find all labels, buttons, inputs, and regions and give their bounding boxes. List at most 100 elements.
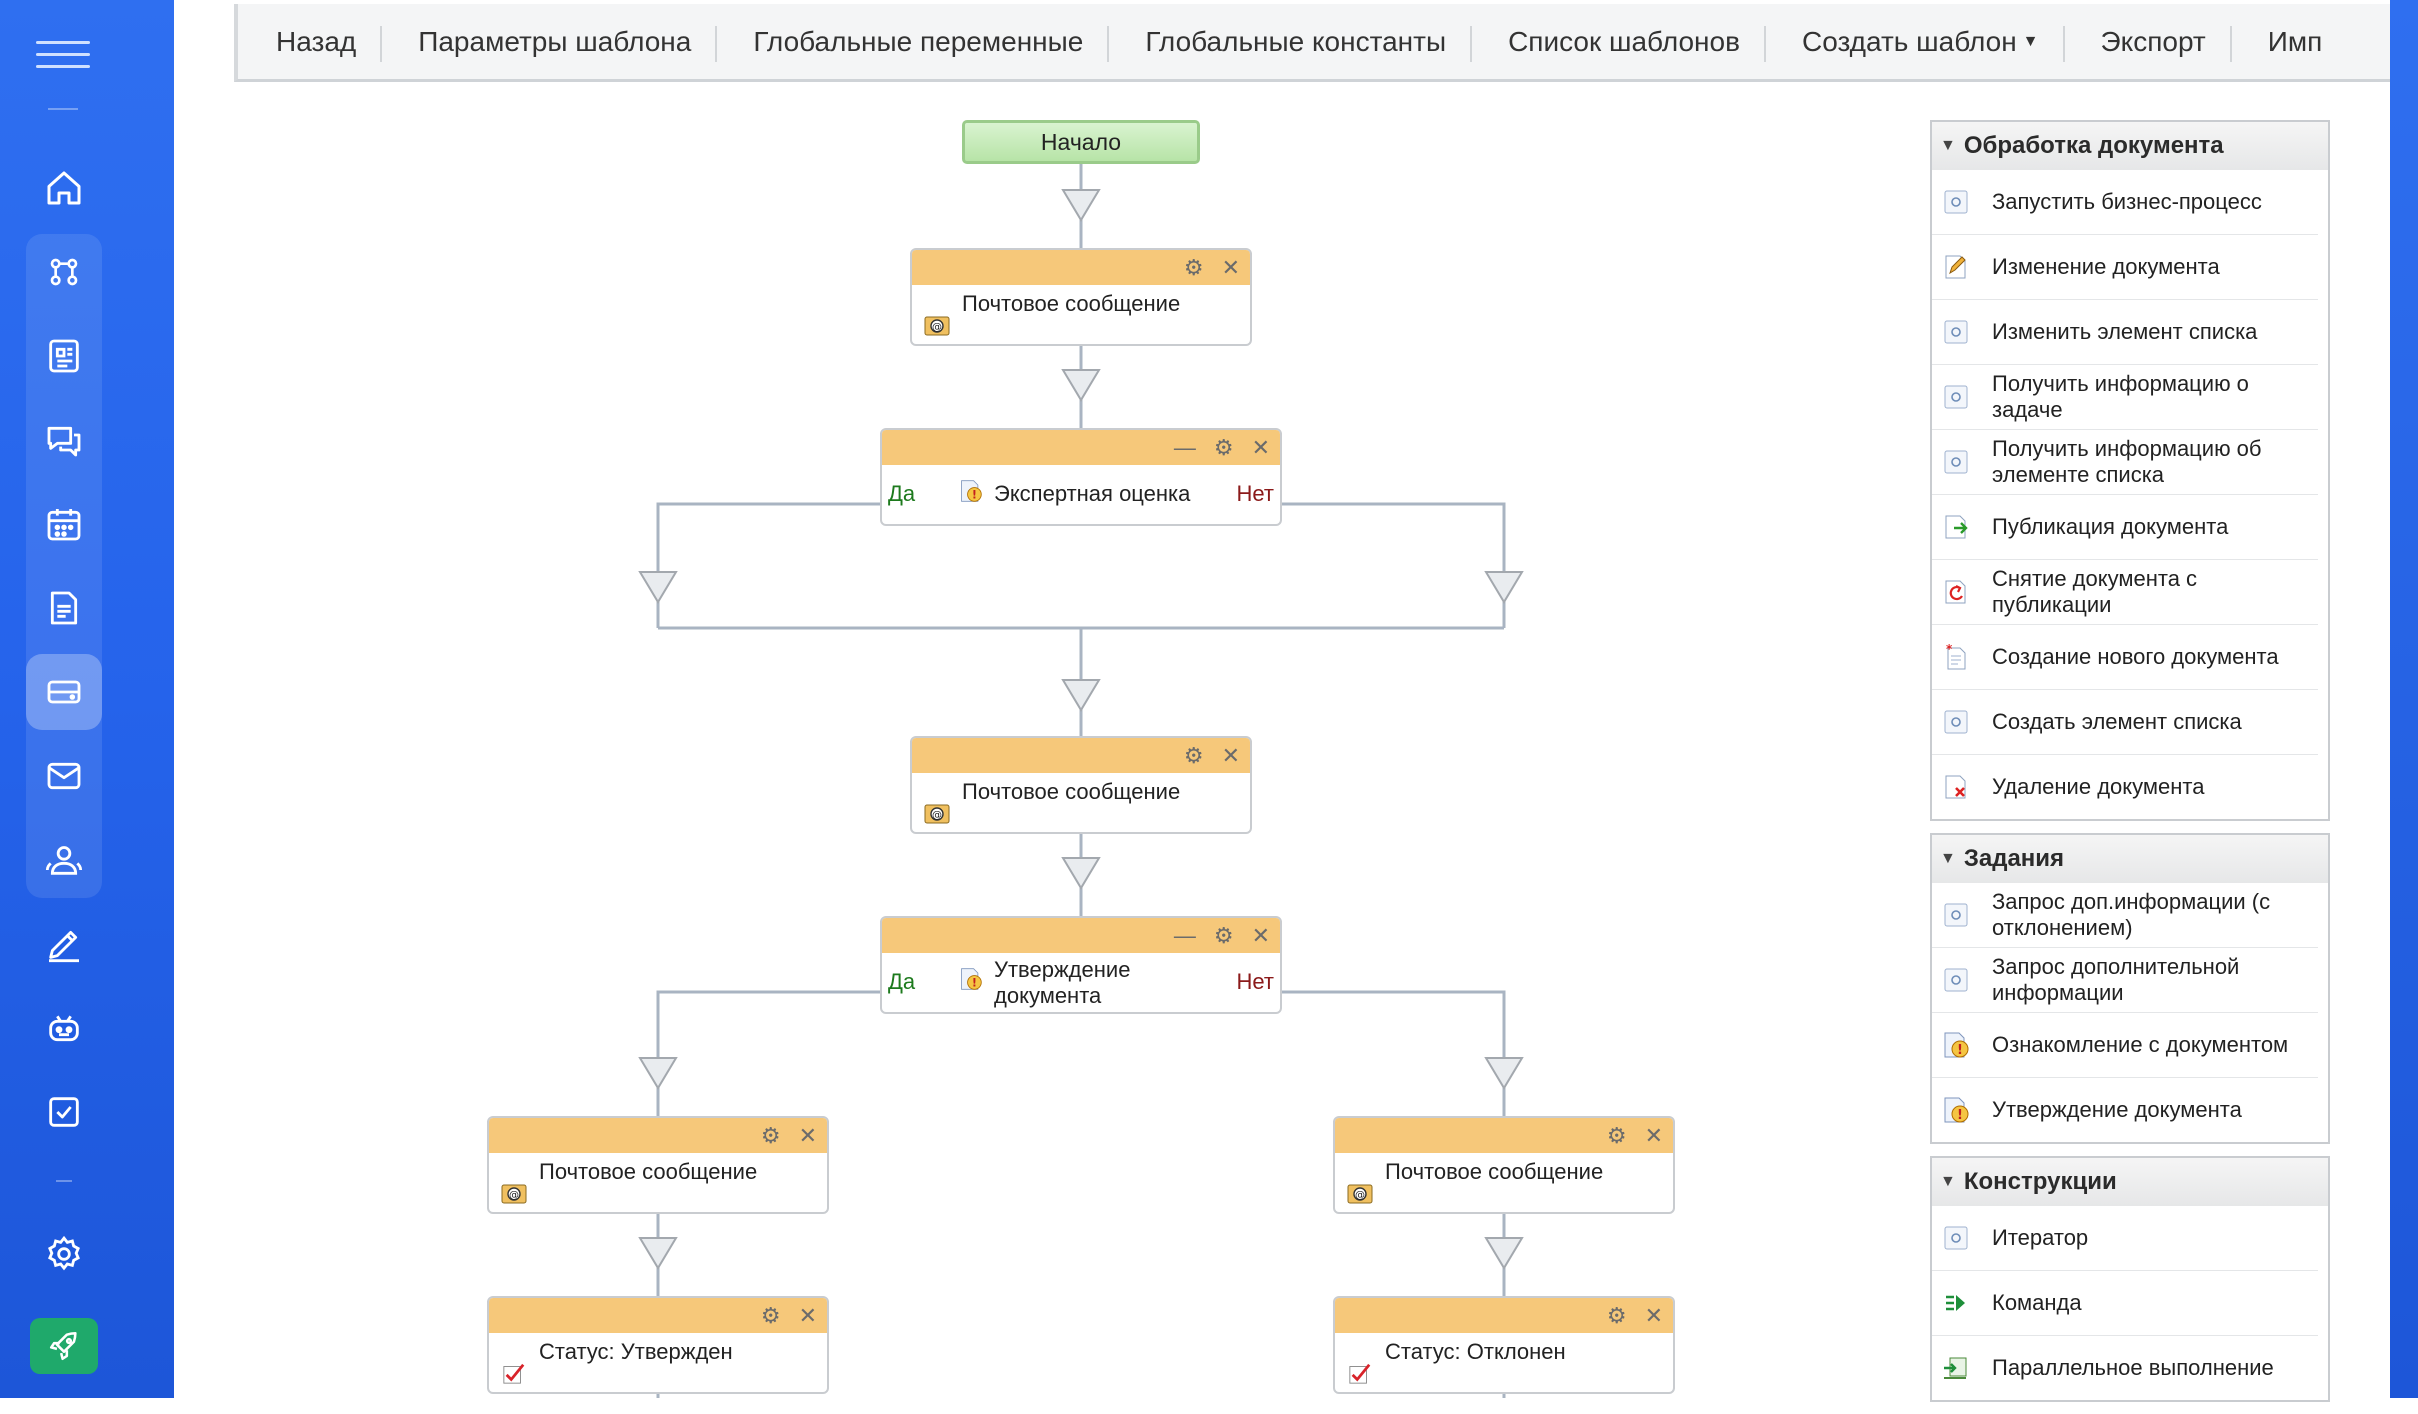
drive-icon[interactable] (26, 654, 102, 730)
node-header: ⚙ ✕ (912, 250, 1250, 285)
activity-item[interactable]: Итератор (1932, 1206, 2318, 1271)
toolbar-template-params-button[interactable]: Параметры шаблона (380, 4, 715, 79)
mail-activity-node[interactable]: ⚙ ✕ @ Почтовое сообщение (910, 736, 1252, 834)
activity-item[interactable]: *Создание нового документа (1932, 625, 2318, 690)
calendar-icon[interactable] (26, 486, 102, 562)
gear-icon[interactable]: ⚙ (1213, 922, 1234, 948)
panel-group-header[interactable]: ▼Обработка документа (1932, 122, 2328, 170)
unpublish-icon (1945, 580, 1966, 604)
activity-label-line: Получить информацию о (1992, 371, 2249, 396)
mail-activity-node[interactable]: ⚙ ✕ @ Почтовое сообщение (1333, 1116, 1675, 1214)
svg-text:@: @ (932, 322, 942, 333)
generic-icon (1944, 320, 1968, 344)
mail-activity-node[interactable]: ⚙ ✕ @ Почтовое сообщение (910, 248, 1252, 346)
toolbar-global-vars-button[interactable]: Глобальные переменные (715, 4, 1107, 79)
activity-item[interactable]: !Ознакомление с документом (1932, 1013, 2318, 1078)
mail-activity-node[interactable]: ⚙ ✕ @ Почтовое сообщение (487, 1116, 829, 1214)
chat-icon[interactable] (26, 402, 102, 478)
warning-doc-icon: ! (1944, 1032, 1969, 1058)
rocket-icon[interactable] (30, 1318, 98, 1374)
activity-item[interactable]: Запустить бизнес-процесс (1932, 170, 2318, 235)
toolbar-label: Глобальные переменные (753, 25, 1084, 57)
expert-review-node[interactable]: — ⚙ ✕ Да ! Экспертная оценка Нет (880, 428, 1282, 526)
close-icon[interactable]: ✕ (798, 1302, 817, 1328)
activity-item[interactable]: Публикация документа (1932, 495, 2318, 560)
node-title: Почтовое сообщение (539, 1159, 758, 1184)
activity-item[interactable]: Параллельное выполнение (1932, 1336, 2318, 1400)
minimize-icon[interactable]: — (1173, 434, 1196, 460)
menu-icon[interactable] (36, 30, 90, 78)
gear-icon[interactable]: ⚙ (760, 1122, 781, 1148)
arrow-down-icon (1061, 189, 1101, 222)
activity-label-line: Получить информацию об (1992, 436, 2262, 461)
sidebar-divider (48, 108, 78, 110)
panel-group-header[interactable]: ▼Задания (1932, 835, 2328, 883)
activity-item[interactable]: Удаление документа (1932, 755, 2318, 819)
collapse-triangle-icon[interactable]: ▼ (1940, 850, 1956, 867)
left-sidebar (0, 0, 174, 1398)
activity-label-line: задаче (1992, 397, 2063, 422)
activity-item-label: Изменение документа (1992, 254, 2220, 280)
mail-at-icon: @ (924, 804, 950, 824)
toolbar-template-list-button[interactable]: Список шаблонов (1470, 4, 1764, 79)
toolbar-import-button[interactable]: Имп (2229, 4, 2347, 79)
settings-icon[interactable] (26, 1216, 102, 1292)
minimize-icon[interactable]: — (1173, 922, 1196, 948)
toolbar-global-consts-button[interactable]: Глобальные константы (1107, 4, 1470, 79)
activity-item[interactable]: Команда (1932, 1271, 2318, 1336)
generic-icon (1944, 710, 1968, 734)
close-icon[interactable]: ✕ (798, 1122, 817, 1148)
gear-icon[interactable]: ⚙ (1606, 1302, 1627, 1328)
activity-item[interactable]: Создать элемент списка (1932, 690, 2318, 755)
toolbar-create-template-dropdown[interactable]: Создать шаблон▼ (1763, 4, 2063, 79)
close-icon[interactable]: ✕ (1251, 922, 1270, 948)
activity-item[interactable]: Изменить элемент списка (1932, 300, 2318, 365)
activity-item[interactable]: Изменение документа (1932, 235, 2318, 300)
generic-icon (1944, 968, 1968, 992)
node-header: ⚙ ✕ (489, 1118, 827, 1153)
set-status-node[interactable]: ⚙ ✕ Статус: Отклонен (1333, 1296, 1675, 1394)
arrow-down-icon (1061, 369, 1101, 402)
news-icon[interactable] (26, 318, 102, 394)
activity-label-line: публикации (1992, 592, 2112, 617)
activity-label-line: Утверждение документа (1992, 1097, 2242, 1122)
collapse-triangle-icon[interactable]: ▼ (1940, 137, 1956, 154)
close-icon[interactable]: ✕ (1221, 742, 1240, 768)
node-header: ⚙ ✕ (489, 1298, 827, 1333)
toolbar-export-button[interactable]: Экспорт (2062, 4, 2230, 79)
start-node[interactable]: Начало (962, 120, 1200, 164)
document-icon[interactable] (26, 570, 102, 646)
panel-group-header[interactable]: ▼Конструкции (1932, 1158, 2328, 1206)
gear-icon[interactable]: ⚙ (1213, 434, 1234, 460)
close-icon[interactable]: ✕ (1644, 1302, 1663, 1328)
toolbar-label: Экспорт (2100, 25, 2206, 57)
tasks-icon[interactable] (26, 1074, 102, 1150)
gear-icon[interactable]: ⚙ (1606, 1122, 1627, 1148)
home-icon[interactable] (26, 150, 102, 226)
close-icon[interactable]: ✕ (1221, 254, 1240, 280)
set-status-node[interactable]: ⚙ ✕ Статус: Утвержден (487, 1296, 829, 1394)
delete-doc-icon (1945, 775, 1966, 799)
close-icon[interactable]: ✕ (1644, 1122, 1663, 1148)
gear-icon[interactable]: ⚙ (1183, 254, 1204, 280)
gear-icon[interactable]: ⚙ (760, 1302, 781, 1328)
sign-icon[interactable] (26, 906, 102, 982)
toolbar-back-button[interactable]: Назад (238, 4, 380, 79)
activity-label-line: Итератор (1992, 1225, 2089, 1250)
collapse-triangle-icon[interactable]: ▼ (1940, 1173, 1956, 1190)
close-icon[interactable]: ✕ (1251, 434, 1270, 460)
robot-icon[interactable] (26, 990, 102, 1066)
activity-item[interactable]: !Утверждение документа (1932, 1078, 2318, 1142)
gear-icon[interactable]: ⚙ (1183, 742, 1204, 768)
flows-icon[interactable] (26, 234, 102, 310)
mail-icon[interactable] (26, 738, 102, 814)
users-icon[interactable] (26, 822, 102, 898)
arrow-down-icon (1484, 1057, 1524, 1090)
